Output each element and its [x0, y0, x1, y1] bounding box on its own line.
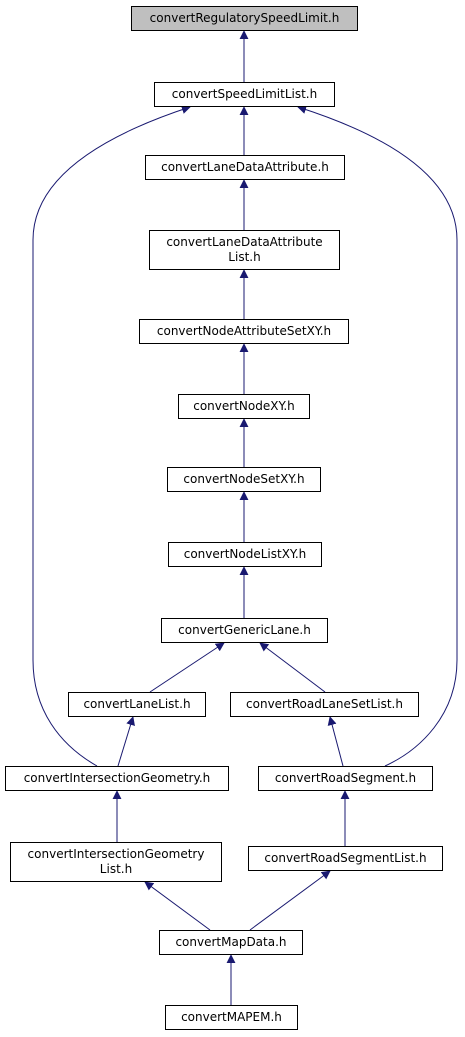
node-convertroadsegmentlist[interactable]: convertRoadSegmentList.h — [248, 846, 443, 871]
edge-n15-to-n13 — [144, 881, 211, 931]
node-convertroadsegment[interactable]: convertRoadSegment.h — [258, 766, 433, 791]
node-convertroadlanesetlist[interactable]: convertRoadLaneSetList.h — [230, 692, 419, 717]
node-label: convertMAPEM.h — [181, 1010, 282, 1024]
node-label: convertGenericLane.h — [178, 623, 311, 637]
node-convertnodexy[interactable]: convertNodeXY.h — [178, 394, 310, 419]
node-convertmapdata[interactable]: convertMapData.h — [159, 930, 303, 955]
node-label: convertRoadLaneSetList.h — [246, 697, 403, 711]
node-convertregulatoryspeedlimit[interactable]: convertRegulatorySpeedLimit.h — [131, 6, 358, 31]
edge-n15-to-n14 — [249, 870, 331, 931]
node-label: convertLaneDataAttribute — [166, 235, 323, 249]
node-convertintersectiongeometry[interactable]: convertIntersectionGeometry.h — [5, 766, 229, 791]
edge-n12-to-n1 — [297, 105, 458, 767]
node-label: convertNodeAttributeSetXY.h — [156, 324, 332, 338]
edge-n9-to-n8 — [149, 642, 225, 693]
node-label: List.h — [99, 862, 133, 876]
node-convertspeedlimitlist[interactable]: convertSpeedLimitList.h — [154, 82, 335, 107]
node-convertnodelistxy[interactable]: convertNodeListXY.h — [168, 542, 322, 567]
node-label: convertIntersectionGeometry.h — [23, 771, 211, 785]
node-label: List.h — [228, 250, 261, 264]
edge-n11-to-n1 — [32, 105, 191, 767]
node-convertnodesetxy[interactable]: convertNodeSetXY.h — [167, 467, 321, 492]
node-label: convertLaneDataAttribute.h — [161, 160, 329, 174]
node-label: convertRoadSegmentList.h — [264, 851, 427, 865]
edge-n10-to-n8 — [259, 642, 326, 693]
node-convertmapem[interactable]: convertMAPEM.h — [165, 1005, 298, 1030]
node-convertnodeattributesetxy[interactable]: convertNodeAttributeSetXY.h — [139, 319, 349, 344]
node-convertlanelist[interactable]: convertLaneList.h — [68, 692, 206, 717]
node-convertgenericlane[interactable]: convertGenericLane.h — [161, 618, 328, 643]
node-label: convertSpeedLimitList.h — [171, 87, 318, 101]
node-convertlanedataattribute[interactable]: convertLaneDataAttribute.h — [145, 155, 345, 180]
node-label: convertNodeSetXY.h — [183, 472, 305, 486]
node-label: convertNodeListXY.h — [183, 547, 307, 561]
node-label: convertMapData.h — [175, 935, 287, 949]
edge-n11-to-n9 — [117, 716, 135, 767]
node-label: convertNodeXY.h — [193, 399, 295, 413]
node-label: convertRegulatorySpeedLimit.h — [149, 11, 340, 25]
node-label: convertLaneList.h — [83, 697, 191, 711]
node-label: convertRoadSegment.h — [274, 771, 417, 785]
node-label: convertIntersectionGeometry — [27, 847, 205, 861]
edge-n12-to-n10 — [327, 716, 344, 767]
